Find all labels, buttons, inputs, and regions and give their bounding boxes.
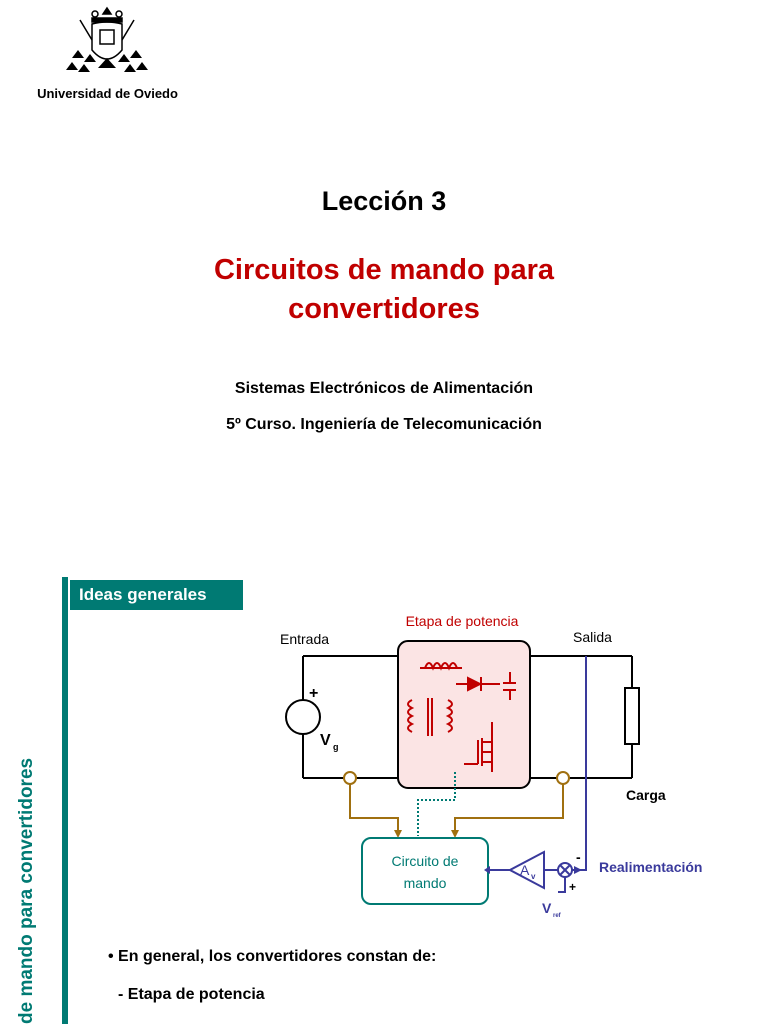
feedback-label: Realimentación (599, 859, 702, 875)
comparator-plus-sign: + (569, 880, 576, 894)
lesson-title-line2: convertidores (288, 293, 480, 325)
lesson-number: Lección 3 (321, 186, 447, 216)
control-circuit-label: Circuito de (392, 853, 459, 869)
section-label: Ideas generales (70, 580, 243, 610)
source-voltage-subscript: g (333, 742, 339, 752)
converter-block-diagram: Etapa de potencia Entrada Salida Carga +… (280, 613, 702, 919)
power-components-icon (407, 662, 516, 772)
control-circuit-label-line2: mando (404, 875, 447, 891)
lesson-title: Circuitos de mando para convertidores (0, 251, 768, 329)
course-degree: 5º Curso. Ingeniería de Telecomunicación (226, 416, 542, 433)
bullet-item: • En general, los convertidores constan … (108, 948, 437, 965)
reference-voltage-label: V (542, 900, 552, 916)
university-name: Universidad de Oviedo (37, 86, 178, 101)
power-stage-label: Etapa de potencia (406, 613, 519, 629)
feedback-arrow-icon (574, 866, 582, 874)
control-input-arrow-icon (484, 866, 490, 874)
output-label: Salida (573, 629, 612, 645)
lesson-title-line1: Circuitos de mando para (213, 254, 554, 286)
amplifier-gain-subscript: v (531, 872, 536, 881)
slide-side-bar (62, 577, 68, 1024)
bullet-subitem: - Etapa de potencia (118, 986, 265, 1003)
amplifier-gain-label: A (520, 862, 530, 878)
load-label: Carga (626, 787, 666, 803)
input-label: Entrada (280, 631, 329, 647)
power-stage-box (397, 640, 531, 789)
course-subject: Sistemas Electrónicos de Alimentación (234, 380, 534, 397)
comparator-minus-sign: - (576, 849, 581, 865)
reference-voltage-subscript: ref (553, 913, 562, 919)
source-voltage-label: V (320, 732, 331, 749)
university-crest-logo (66, 6, 148, 72)
control-circuit-box (361, 837, 489, 905)
source-plus-sign: + (309, 685, 318, 702)
